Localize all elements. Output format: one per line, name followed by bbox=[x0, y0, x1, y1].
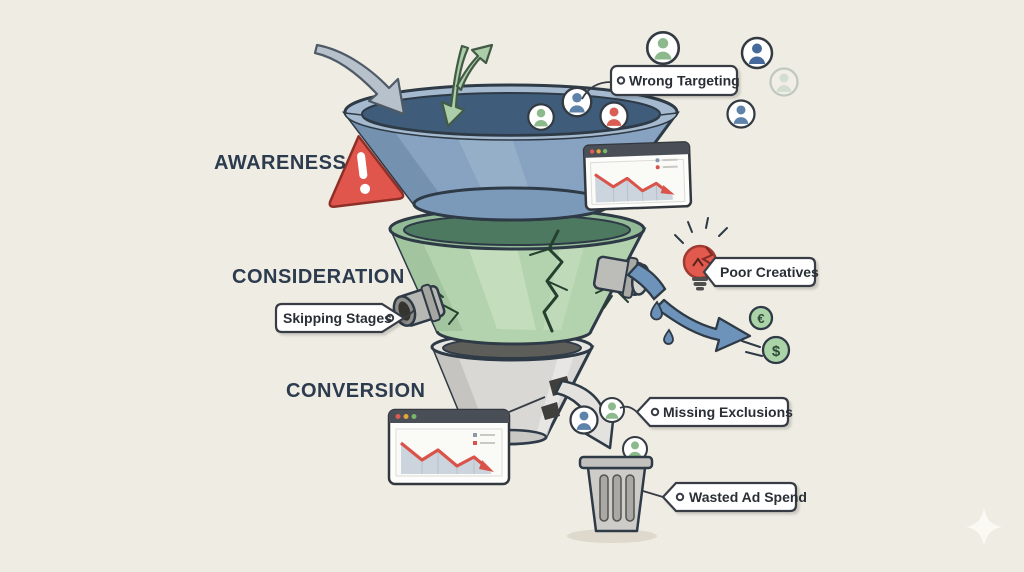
person-icon bbox=[598, 396, 626, 424]
callout-label: Missing Exclusions bbox=[663, 404, 793, 420]
consideration-funnel bbox=[388, 207, 651, 346]
browser-declining-chart-icon bbox=[582, 141, 693, 211]
callout-label: Wrong Targeting bbox=[629, 73, 740, 89]
callout-label: Skipping Stages bbox=[283, 310, 392, 326]
stage-label-conversion: CONVERSION bbox=[286, 380, 425, 402]
euro-symbol: € bbox=[757, 311, 764, 326]
trash-can-icon bbox=[567, 455, 657, 543]
person-icon bbox=[726, 99, 756, 129]
callout-label: Poor Creatives bbox=[720, 264, 819, 280]
waste-arrow-icon bbox=[554, 379, 616, 450]
inflow-arrow-icon bbox=[313, 43, 406, 116]
person-icon bbox=[645, 30, 681, 66]
browser-declining-chart-icon bbox=[387, 408, 511, 486]
speed-lines bbox=[741, 340, 763, 357]
callout-label: Wasted Ad Spend bbox=[689, 489, 807, 505]
dollar-symbol: $ bbox=[772, 343, 781, 360]
person-icon bbox=[527, 103, 555, 131]
callout-poor-creatives: Poor Creatives bbox=[702, 256, 819, 288]
stage-label-awareness: AWARENESS bbox=[214, 152, 346, 174]
leak-arrow-icon bbox=[626, 262, 752, 353]
callout-missing-exclusions: Missing Exclusions bbox=[619, 396, 793, 428]
sparkle-icon bbox=[966, 508, 1002, 546]
callout-skipping-stages: Skipping Stages bbox=[274, 302, 416, 334]
callout-wrong-targeting: Wrong Targeting bbox=[581, 64, 740, 100]
water-drop-icon bbox=[650, 300, 674, 345]
leak-pipe-left-icon bbox=[392, 283, 446, 327]
euro-coin-icon: € bbox=[748, 305, 774, 331]
browser-pointer-line bbox=[508, 396, 546, 413]
funnel-hole bbox=[541, 402, 560, 420]
warning-triangle-icon bbox=[328, 135, 405, 209]
stage-label-consideration: CONSIDERATION bbox=[232, 266, 405, 288]
person-icon bbox=[740, 36, 774, 70]
person-icon bbox=[569, 405, 599, 435]
person-icon-faded bbox=[769, 67, 799, 97]
person-icon bbox=[599, 101, 629, 131]
bounce-arrow-icon bbox=[440, 43, 494, 128]
callout-wasted-ad-spend: Wasted Ad Spend bbox=[642, 481, 807, 513]
dollar-coin-icon: $ bbox=[761, 335, 791, 365]
